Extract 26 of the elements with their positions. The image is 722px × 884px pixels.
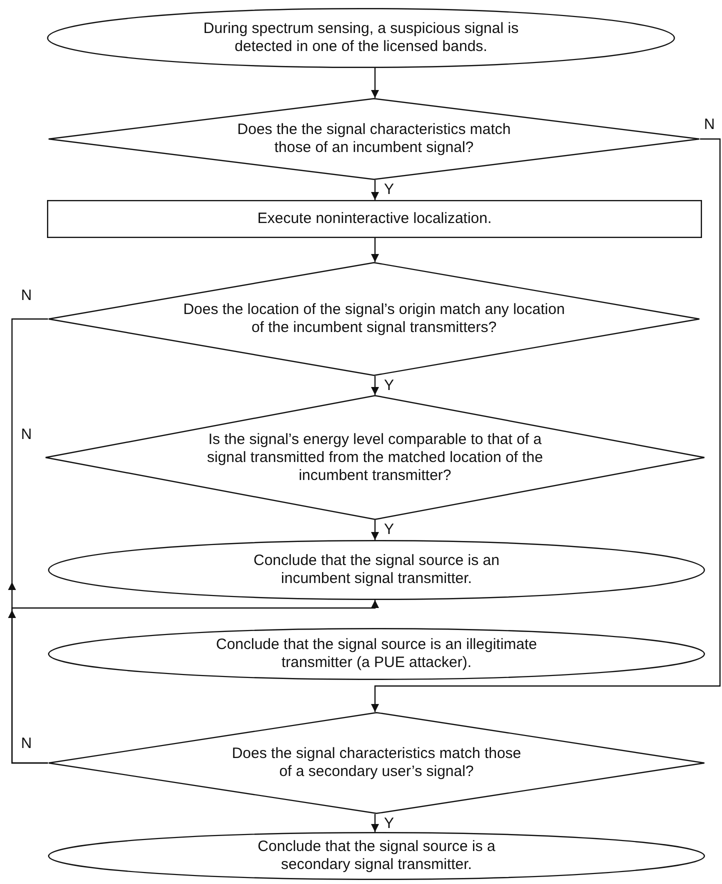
node-text: Conclude that the signal source is an incumbent signal transmitter. — [252, 552, 500, 588]
node-text: Execute noninteractive localization. — [256, 210, 493, 228]
arrow — [371, 238, 379, 262]
node-text: Conclude that the signal source is an illegitimate transmitter (a PUE attacker). — [214, 636, 538, 672]
arrow — [371, 68, 379, 98]
terminal-ellipse — [48, 832, 705, 880]
arrow — [371, 520, 379, 540]
decision-diamond — [45, 395, 705, 520]
terminal-ellipse — [47, 8, 675, 68]
decision-diamond — [48, 98, 700, 180]
decision-diamond — [48, 262, 700, 376]
arrow — [371, 138, 721, 712]
arrow — [8, 318, 48, 764]
node-text: Does the location of the signal’s origin match any location of the incumbent signal transmitters? — [182, 301, 566, 337]
node-text: Is the signal’s energy level comparable to that of a signal transmitted from the matched location of the incumbent transmitter? — [206, 430, 544, 484]
arrow — [371, 376, 379, 395]
node-text: Conclude that the signal source is a secondary signal transmitter. — [256, 838, 496, 874]
arrow — [371, 180, 379, 200]
terminal-ellipse — [48, 628, 705, 680]
decision-diamond — [48, 712, 705, 814]
terminal-ellipse — [48, 540, 705, 600]
process-box — [47, 200, 702, 238]
node-text: Does the signal characteristics match those of a secondary user’s signal? — [230, 745, 522, 781]
arrow — [371, 814, 379, 832]
node-text: Does the the signal characteristics match those of an incumbent signal? — [236, 121, 512, 157]
node-text: During spectrum sensing, a suspicious signal is detected in one of the licensed bands. — [202, 20, 520, 56]
